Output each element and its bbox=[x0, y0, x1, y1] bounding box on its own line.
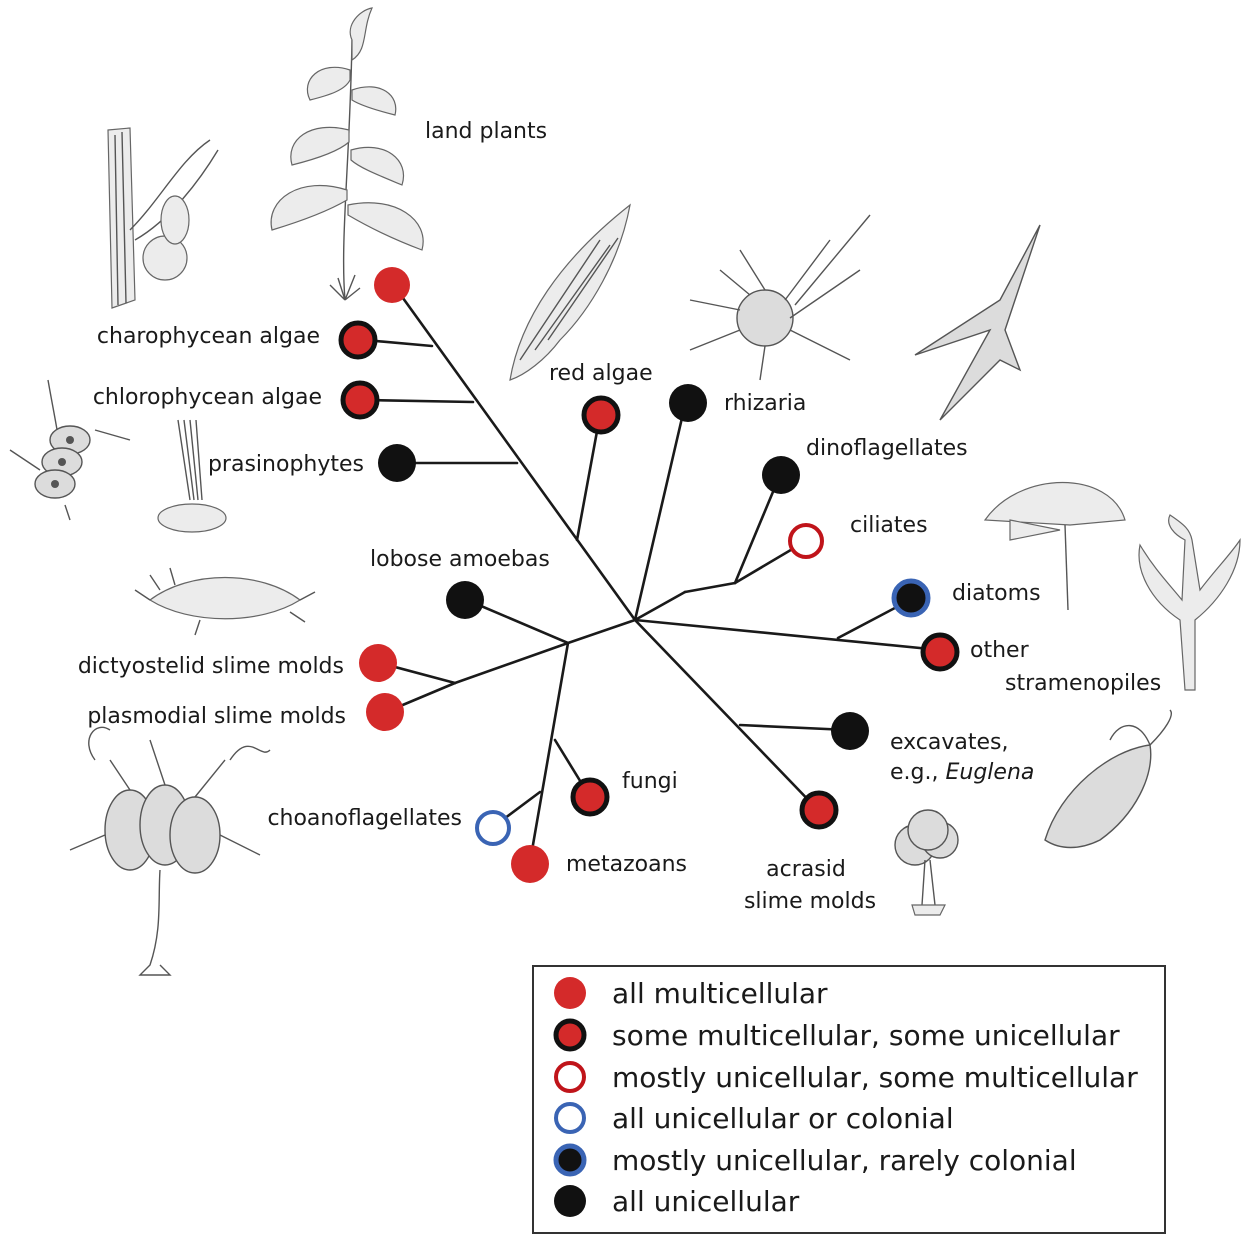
legend-label-mostly-uni-some-multi: mostly unicellular, some multicellular bbox=[612, 1061, 1138, 1094]
label-diatoms: diatoms bbox=[952, 581, 1041, 606]
legend-label-all-multi: all multicellular bbox=[612, 977, 828, 1010]
branch-sar-stem bbox=[633, 590, 687, 622]
label-fungi: fungi bbox=[622, 769, 678, 794]
branch-opisthokont-stem bbox=[528, 641, 570, 864]
dictyostelid-illustration bbox=[134, 567, 316, 636]
label-excavates-line1: excavates, bbox=[890, 730, 1008, 755]
node-dinoflagellates bbox=[762, 456, 800, 494]
label-other-line2: stramenopiles bbox=[1005, 671, 1161, 696]
node-red-algae bbox=[581, 395, 621, 435]
land-plant-illustration bbox=[270, 7, 424, 301]
branch-dinoflagellates bbox=[733, 473, 782, 585]
node-lobose bbox=[446, 581, 484, 619]
label-excavates-prefix: e.g., bbox=[890, 760, 945, 785]
label-excavates-line2: e.g., Euglena bbox=[890, 760, 1034, 785]
label-rhizaria: rhizaria bbox=[724, 391, 806, 416]
node-fungi bbox=[570, 777, 610, 817]
tree-nodes bbox=[338, 267, 960, 883]
label-choanoflagellates: choanoflagellates bbox=[267, 806, 462, 831]
node-excavates bbox=[831, 712, 869, 750]
legend-swatch-all-multi bbox=[554, 977, 586, 1009]
node-chlorophycean bbox=[340, 380, 380, 420]
label-metazoans: metazoans bbox=[566, 852, 687, 877]
rhizaria-illustration bbox=[689, 214, 871, 381]
branch-stem-green bbox=[393, 285, 637, 622]
node-prasinophytes bbox=[378, 444, 416, 482]
legend-swatch-some-multi bbox=[553, 1018, 587, 1052]
label-prasinophytes: prasinophytes bbox=[208, 452, 364, 477]
legend-swatch-all-uni bbox=[554, 1185, 586, 1217]
node-diatoms bbox=[891, 578, 931, 618]
label-other-line1: other bbox=[970, 638, 1030, 663]
node-charophycean bbox=[338, 320, 378, 360]
branch-chlorophycean bbox=[363, 398, 475, 404]
branch-amorphea-stem bbox=[566, 618, 637, 645]
branch-stramenopile-stem bbox=[633, 618, 942, 652]
legend-label-all-uni-colonial: all unicellular or colonial bbox=[612, 1102, 954, 1135]
legend-label-some-multi: some multicellular, some unicellular bbox=[612, 1019, 1120, 1052]
branch-alveolate-stem bbox=[683, 581, 737, 594]
label-plasmodial: plasmodial slime molds bbox=[87, 704, 346, 729]
chlorophyte-illustration bbox=[9, 379, 131, 521]
stramenopile-illustration bbox=[1138, 514, 1241, 691]
branch-excavates bbox=[738, 723, 850, 732]
label-land-plants: land plants bbox=[425, 119, 547, 144]
prasinophyte-illustration bbox=[157, 419, 227, 533]
node-rhizaria bbox=[669, 384, 707, 422]
label-dinoflagellates: dinoflagellates bbox=[806, 436, 968, 461]
branch-red-algae bbox=[575, 413, 602, 542]
phylogenetic-tree bbox=[363, 285, 942, 864]
charophyte-illustration bbox=[107, 127, 219, 309]
branch-slime-stem bbox=[453, 641, 570, 685]
node-other-stramenopiles bbox=[920, 632, 960, 672]
acrasid-illustration bbox=[894, 809, 959, 916]
choanoflagellate-colony-illustration bbox=[69, 726, 271, 976]
label-chlorophycean: chlorophycean algae bbox=[93, 385, 322, 410]
node-land-plants bbox=[374, 267, 410, 303]
legend-swatch-all-uni-colonial bbox=[554, 1102, 586, 1134]
legend: all multicellular some multicellular, so… bbox=[532, 965, 1166, 1234]
legend-swatch-mostly-uni-some-multi bbox=[554, 1061, 586, 1093]
label-red-algae: red algae bbox=[549, 361, 653, 386]
node-metazoans bbox=[511, 845, 549, 883]
branch-rhizaria bbox=[633, 403, 687, 622]
node-ciliates bbox=[788, 523, 824, 559]
taxon-labels: land plants charophycean algae chlorophy… bbox=[78, 119, 1161, 914]
legend-label-all-uni: all unicellular bbox=[612, 1185, 800, 1218]
diatom-illustration bbox=[983, 482, 1126, 611]
euglena-illustration bbox=[1044, 709, 1172, 849]
legend-swatch-mostly-uni-rarely-colonial bbox=[553, 1143, 587, 1177]
label-dictyostelid: dictyostelid slime molds bbox=[78, 654, 344, 679]
node-plasmodial bbox=[366, 693, 404, 731]
legend-box bbox=[532, 965, 1166, 1234]
label-excavates-genus: Euglena bbox=[945, 760, 1034, 785]
node-choanoflagellates bbox=[475, 810, 511, 846]
dinoflagellate-illustration bbox=[914, 224, 1041, 421]
branch-excavate-acrasid-stem bbox=[633, 618, 820, 812]
branch-lobose bbox=[465, 598, 570, 645]
label-lobose: lobose amoebas bbox=[370, 547, 550, 572]
red-algae-illustration bbox=[509, 203, 631, 381]
node-acrasid bbox=[799, 790, 839, 830]
label-charophycean: charophycean algae bbox=[97, 324, 320, 349]
label-ciliates: ciliates bbox=[850, 513, 928, 538]
legend-label-mostly-uni-rarely-colonial: mostly unicellular, rarely colonial bbox=[612, 1144, 1077, 1177]
label-acrasid-line2: slime molds bbox=[744, 889, 876, 914]
label-acrasid-line1: acrasid bbox=[766, 857, 846, 882]
node-dictyostelid bbox=[359, 644, 397, 682]
